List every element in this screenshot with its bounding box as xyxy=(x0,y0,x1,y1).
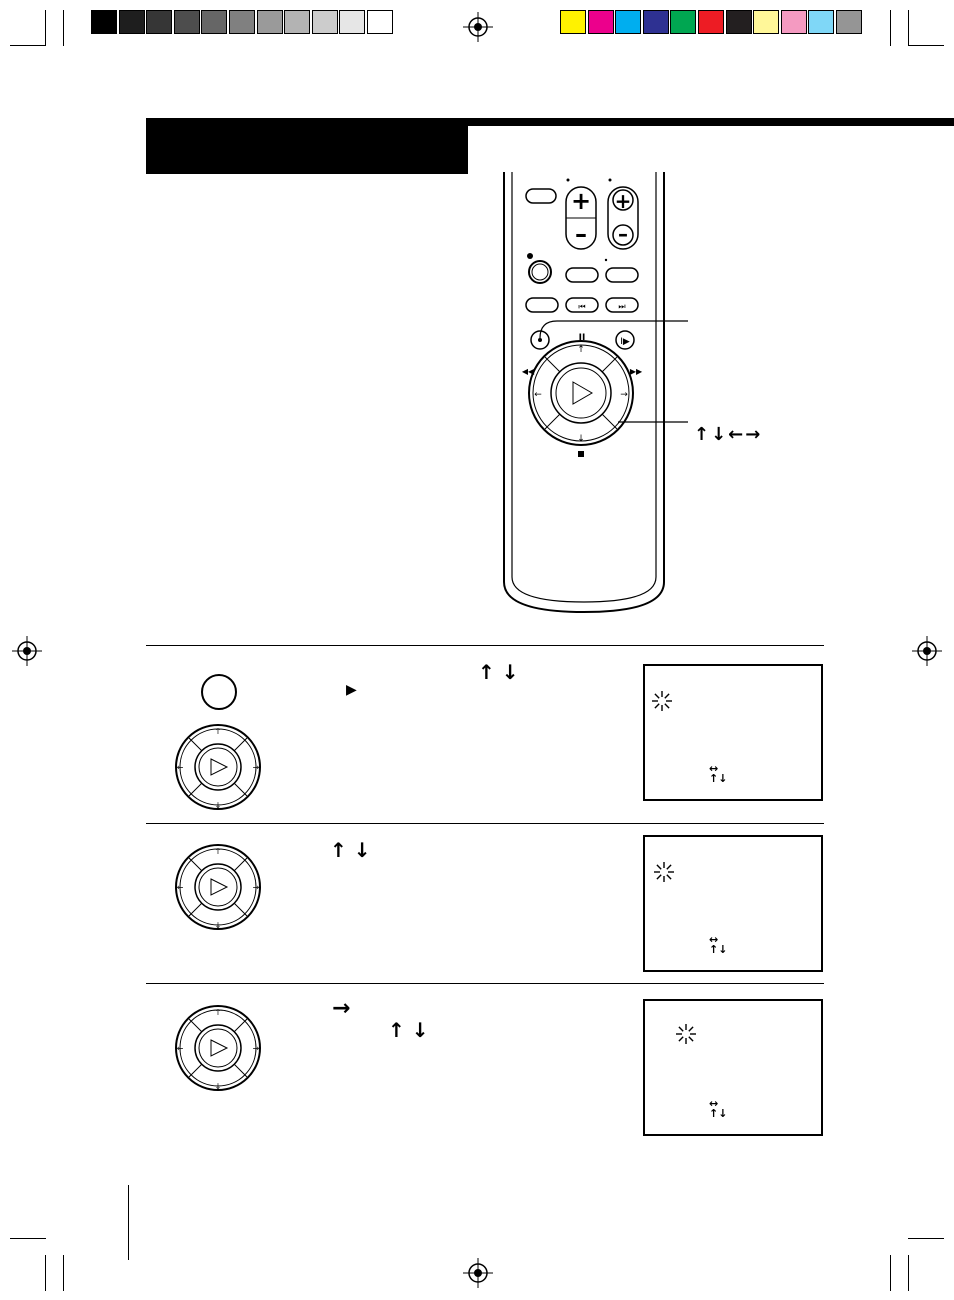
svg-text:↓: ↓ xyxy=(577,434,585,444)
svg-text:↑: ↑ xyxy=(215,1008,222,1017)
svg-text:▶▶: ▶▶ xyxy=(630,367,643,376)
registration-mark-top xyxy=(463,12,493,42)
registration-mark-left xyxy=(12,636,42,666)
color-swatch xyxy=(256,10,283,34)
step2-arrows: ↑ ↓ xyxy=(330,838,371,862)
svg-text:←: ← xyxy=(177,1044,184,1053)
color-swatch xyxy=(836,10,862,34)
screen-hint-up-down: ↑↓ xyxy=(709,1107,728,1120)
menu-button-icon xyxy=(199,672,239,712)
registration-mark-bottom xyxy=(463,1258,493,1288)
color-swatch xyxy=(311,10,338,34)
svg-text:→: → xyxy=(253,763,260,772)
svg-text:↓: ↓ xyxy=(215,801,222,810)
color-swatch xyxy=(339,10,366,34)
jog-dial-icon: ↑ ↓ ← → xyxy=(173,722,263,812)
svg-text:←: ← xyxy=(177,883,184,892)
svg-text:+: + xyxy=(571,187,591,215)
color-swatch xyxy=(780,10,807,34)
step3-arrows: ↑ ↓ xyxy=(388,1018,429,1042)
step3-right-arrow: → xyxy=(332,996,351,1021)
jog-dial-icon: ↑ ↓ ← → xyxy=(173,842,263,932)
remote-control-illustration: + – + – ⏮ ⏭ II I▶ xyxy=(500,172,670,622)
color-swatch xyxy=(91,10,117,34)
title-bar xyxy=(146,118,468,174)
color-swatch xyxy=(808,10,835,34)
svg-text:←: ← xyxy=(177,763,184,772)
svg-text:↓: ↓ xyxy=(215,1082,222,1091)
svg-text:→: → xyxy=(620,390,628,400)
screen-hint-left-right: ↔ xyxy=(709,1097,719,1110)
svg-text:↑: ↑ xyxy=(215,847,222,856)
screen-hint-up-down: ↑↓ xyxy=(709,772,728,785)
sun-blink-icon xyxy=(651,859,677,885)
svg-text:–: – xyxy=(575,220,587,248)
step-divider xyxy=(146,983,824,984)
svg-text:↓: ↓ xyxy=(215,921,222,930)
svg-text:+: + xyxy=(615,189,632,213)
step1-arrows: ↑ ↓ xyxy=(478,660,519,684)
step-divider xyxy=(146,645,824,646)
title-rule xyxy=(468,118,954,126)
sun-blink-icon xyxy=(649,688,675,714)
screen-hint-up-down: ↑↓ xyxy=(709,943,728,956)
svg-text:⏭: ⏭ xyxy=(618,302,625,311)
color-swatch xyxy=(201,10,228,34)
color-swatch xyxy=(725,10,752,34)
callout-lines xyxy=(538,318,690,428)
tv-screen: ↔ ↑↓ xyxy=(643,999,823,1136)
color-swatch xyxy=(146,10,173,34)
registration-mark-right xyxy=(912,636,942,666)
svg-text:→: → xyxy=(253,883,260,892)
svg-text:–: – xyxy=(618,222,628,246)
color-swatch xyxy=(753,10,780,34)
color-swatch xyxy=(560,10,586,34)
color-swatch xyxy=(698,10,724,34)
jog-dial-icon: ↑ ↓ ← → xyxy=(173,1003,263,1093)
color-swatch xyxy=(367,10,393,34)
svg-text:↑: ↑ xyxy=(215,727,222,736)
step-divider xyxy=(146,823,824,824)
color-swatch xyxy=(284,10,311,34)
color-swatch xyxy=(642,10,669,34)
svg-text:→: → xyxy=(253,1044,260,1053)
svg-text:II: II xyxy=(579,333,586,343)
arrow-keys-label: ↑↓←→ xyxy=(694,424,763,445)
screen-hint-left-right: ↔ xyxy=(709,933,719,946)
tv-screen: ↔ ↑↓ xyxy=(643,835,823,972)
sun-blink-icon xyxy=(673,1021,699,1047)
svg-text:⏮: ⏮ xyxy=(578,302,585,311)
color-swatch xyxy=(615,10,642,34)
color-swatch xyxy=(118,10,145,34)
svg-text:←: ← xyxy=(534,390,542,400)
screen-hint-left-right: ↔ xyxy=(709,762,719,775)
tv-screen: ↔ ↑↓ xyxy=(643,664,823,801)
svg-text:↑: ↑ xyxy=(577,345,585,355)
svg-text:I▶: I▶ xyxy=(620,337,630,347)
color-swatch xyxy=(670,10,697,34)
color-swatch xyxy=(173,10,200,34)
step1-play-glyph: ▶ xyxy=(346,682,357,698)
svg-text:◀◀: ◀◀ xyxy=(522,367,535,376)
color-swatch xyxy=(587,10,614,34)
color-swatch xyxy=(229,10,255,34)
